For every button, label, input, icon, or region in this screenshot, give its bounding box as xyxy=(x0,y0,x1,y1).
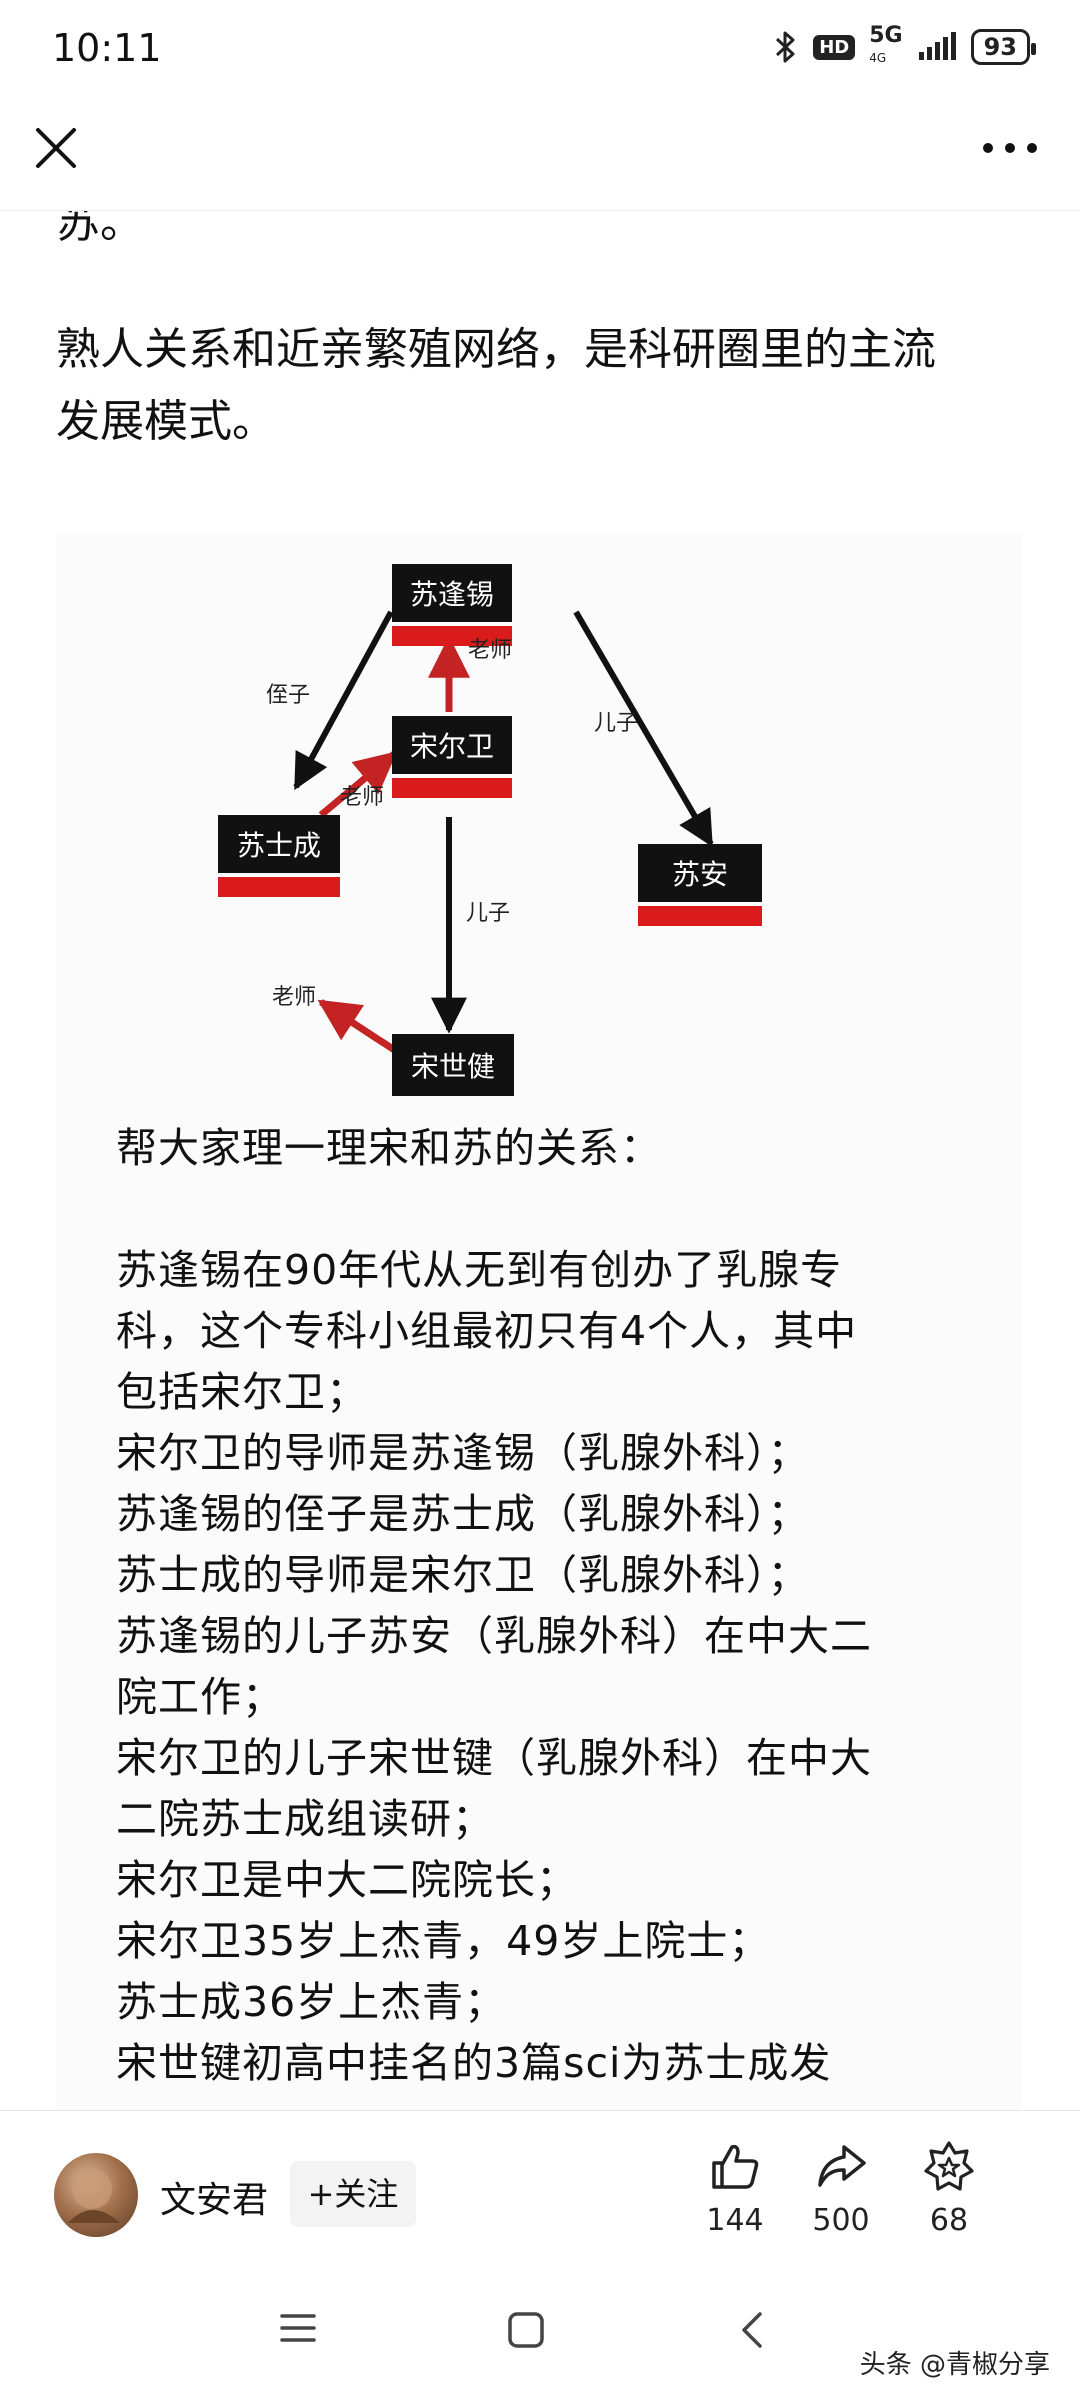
article-prev-line: 苏。 xyxy=(56,210,144,248)
home-button[interactable] xyxy=(506,2310,546,2354)
caption-line: 科，这个专科小组最初只有4个人，其中 xyxy=(116,1307,858,1355)
caption-line: 苏逢锡在90年代从无到有创办了乳腺专 xyxy=(116,1246,843,1294)
close-icon xyxy=(36,128,76,168)
arrow-son-right xyxy=(573,610,714,848)
arrow-teacher-mid xyxy=(318,751,398,818)
more-button[interactable] xyxy=(980,128,1040,168)
signal-icon xyxy=(918,32,956,60)
relationship-diagram: 苏逢锡 宋尔卫 苏士成 苏安 宋世健 xyxy=(218,564,762,1096)
caption-line: 宋尔卫的导师是苏逢锡（乳腺外科）； xyxy=(116,1429,810,1477)
arrow-nephew xyxy=(293,610,394,791)
label-nephew: 侄子 xyxy=(266,683,310,708)
caption-line: 宋世键初高中挂名的3篇sci为苏士成发 xyxy=(116,2039,832,2087)
avatar-image xyxy=(68,2169,120,2223)
caption-line: 苏逢锡的儿子苏安（乳腺外科）在中大二 xyxy=(116,1612,872,1660)
close-button[interactable] xyxy=(30,122,82,174)
caption-line: 宋尔卫的儿子宋世键（乳腺外科）在中大 xyxy=(116,1734,872,1782)
svg-text:宋尔卫: 宋尔卫 xyxy=(410,730,494,763)
bluetooth-icon xyxy=(776,31,795,63)
node-su-an: 苏安 xyxy=(638,844,762,926)
svg-text:宋世健: 宋世健 xyxy=(411,1050,495,1083)
node-song-erwei: 宋尔卫 xyxy=(392,716,512,798)
caption-line: 院工作； xyxy=(116,1673,284,1721)
like-count: 144 xyxy=(706,2203,764,2238)
status-time: 10:11 xyxy=(52,26,162,70)
favorite-button[interactable]: 68 xyxy=(894,2139,1004,2238)
caption-line: 宋尔卫35岁上杰青，49岁上院士； xyxy=(116,1917,771,1965)
label-son-right: 儿子 xyxy=(594,711,638,736)
image-caption: 帮大家理一理宋和苏的关系： 苏逢锡在90年代从无到有创办了乳腺专 科，这个专科小… xyxy=(116,1118,1016,2094)
svg-text:苏士成: 苏士成 xyxy=(237,829,321,862)
system-nav-bar: 头条 @青椒分享 xyxy=(0,2260,1080,2400)
follow-button[interactable]: +关注 xyxy=(290,2161,416,2227)
paragraph-line: 发展模式。 xyxy=(56,396,276,447)
caption-line: 二院苏士成组读研； xyxy=(116,1795,494,1843)
article-content: 苏。 熟人关系和近亲繁殖网络，是科研圈里的主流 发展模式。 xyxy=(0,210,1080,2110)
caption-line: 苏士成36岁上杰青； xyxy=(116,1978,507,2026)
star-badge-icon xyxy=(924,2141,974,2191)
menu-icon xyxy=(280,2314,316,2342)
article-paragraph: 熟人关系和近亲繁殖网络，是科研圈里的主流 发展模式。 xyxy=(56,314,1026,458)
like-button[interactable]: 144 xyxy=(680,2139,790,2238)
author-name[interactable]: 文安君 xyxy=(160,2180,269,2221)
top-bar xyxy=(0,100,1080,211)
svg-text:苏逢锡: 苏逢锡 xyxy=(410,578,494,611)
caption-line: 苏逢锡的侄子是苏士成（乳腺外科）； xyxy=(116,1490,810,1538)
caption-line: 包括宋尔卫； xyxy=(116,1368,368,1416)
share-count: 500 xyxy=(812,2203,870,2238)
back-icon xyxy=(742,2312,762,2348)
caption-gap xyxy=(116,1179,1016,1240)
label-son-left: 儿子 xyxy=(466,901,510,926)
node-su-fengxi: 苏逢锡 xyxy=(392,564,512,646)
caption-line: 苏士成的导师是宋尔卫（乳腺外科）； xyxy=(116,1551,810,1599)
battery-indicator: 93 xyxy=(970,29,1037,65)
article-image[interactable]: 苏逢锡 宋尔卫 苏士成 苏安 宋世健 xyxy=(56,532,1022,2110)
share-button[interactable]: 500 xyxy=(786,2139,896,2238)
menu-button[interactable] xyxy=(278,2310,318,2350)
paragraph-line: 熟人关系和近亲繁殖网络，是科研圈里的主流 xyxy=(56,324,936,375)
label-teacher-bottom: 老师 xyxy=(272,985,316,1010)
home-icon xyxy=(508,2312,544,2348)
hd-badge: HD xyxy=(813,34,856,60)
back-button[interactable] xyxy=(738,2310,768,2354)
more-icon xyxy=(983,143,1037,153)
bottom-action-bar: 文安君 +关注 144 500 68 xyxy=(0,2110,1080,2261)
caption-line: 宋尔卫是中大二院院长； xyxy=(116,1856,578,1904)
node-song-shijian: 宋世健 xyxy=(392,1034,514,1096)
share-icon xyxy=(818,2145,866,2187)
thumbs-up-icon xyxy=(712,2144,759,2189)
label-teacher-top: 老师 xyxy=(468,638,512,663)
node-su-shicheng: 苏士成 xyxy=(218,815,340,897)
svg-text:苏安: 苏安 xyxy=(672,858,728,891)
label-teacher-mid: 老师 xyxy=(340,785,384,810)
caption-line: 帮大家理一理宋和苏的关系： xyxy=(116,1124,662,1172)
author-avatar[interactable] xyxy=(54,2153,138,2237)
favorite-count: 68 xyxy=(929,2203,969,2238)
watermark: 头条 @青椒分享 xyxy=(859,2350,1050,2380)
